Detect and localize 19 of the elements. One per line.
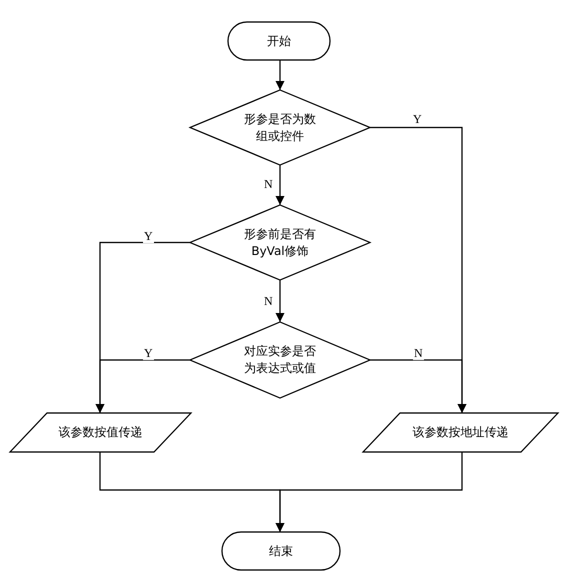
edge-label: N: [263, 295, 274, 308]
arrow: [276, 165, 284, 205]
edge-label: Y: [412, 113, 423, 126]
node-label: 该参数按值传递: [58, 424, 144, 441]
edge-label: N: [263, 178, 274, 191]
arrow: [276, 280, 284, 322]
arrow: [370, 359, 466, 413]
edge-label: Y: [143, 230, 154, 243]
edge-label: Y: [143, 347, 154, 360]
node-label: 开始: [266, 32, 292, 50]
node-label: 结束: [268, 542, 294, 560]
arrow: [276, 452, 463, 532]
edge-label: N: [413, 347, 424, 360]
node-label: 形参是否为数组或控件: [243, 110, 317, 144]
node-label: 该参数按地址传递: [412, 424, 510, 441]
arrow: [96, 359, 190, 413]
node-label: 对应实参是否为表达式或值: [243, 343, 317, 377]
arrow: [276, 60, 284, 90]
node-label: 形参前是否有ByVal修饰: [243, 226, 317, 260]
